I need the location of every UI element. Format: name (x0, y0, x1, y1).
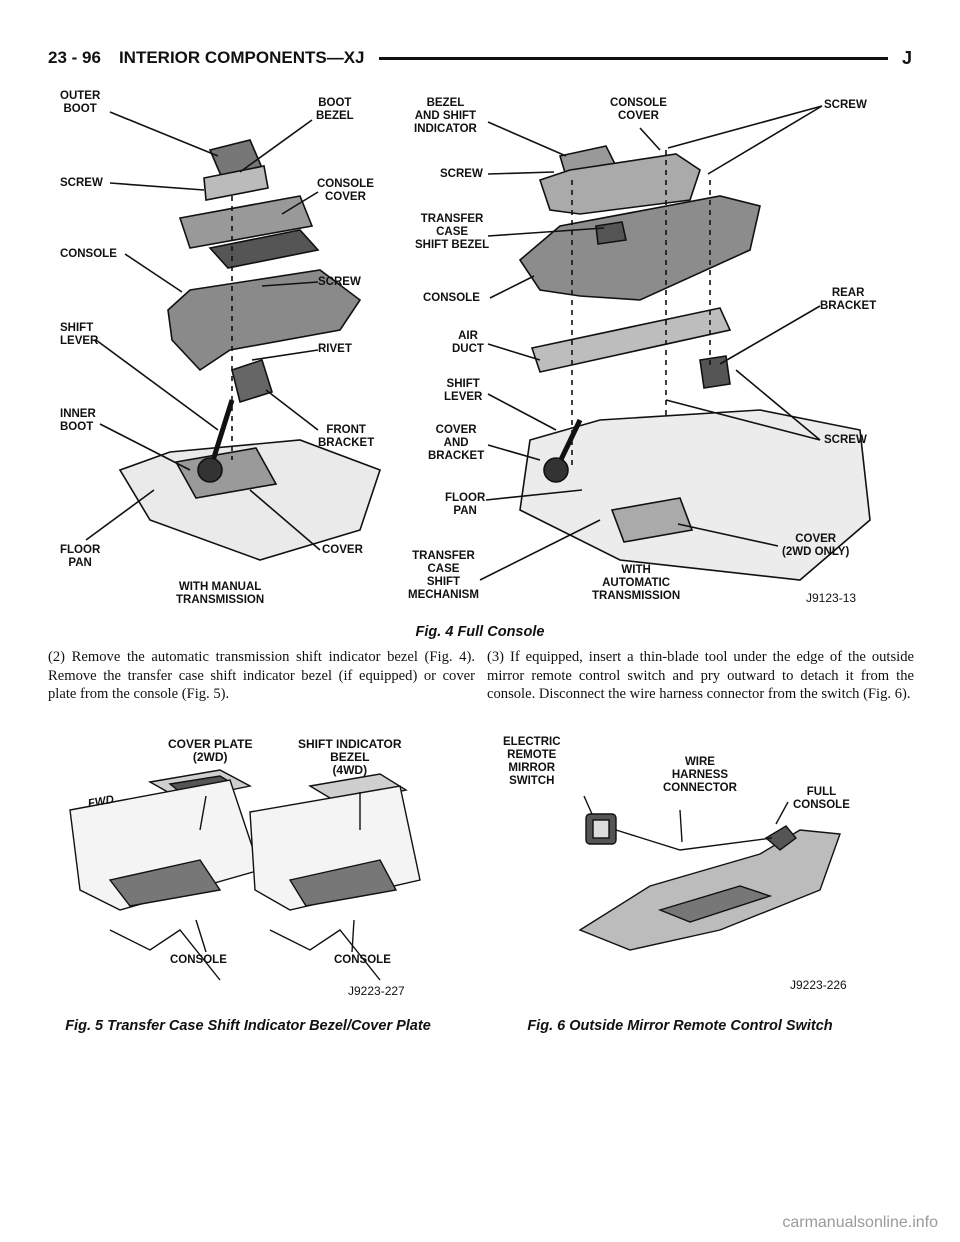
label-console: CONSOLE (170, 954, 227, 966)
figure-6-caption: Fig. 6 Outside Mirror Remote Control Swi… (527, 1018, 833, 1034)
label-rear-bracket: REAR BRACKET (820, 287, 877, 312)
figure-code: J9223-227 (348, 984, 405, 998)
figure-6-illustration (578, 795, 841, 951)
label-screw: SCREW (318, 276, 361, 288)
label-screw: SCREW (60, 177, 103, 189)
label-with-automatic-transmission: WITH AUTOMATIC TRANSMISSION (592, 564, 681, 602)
label-with-manual-transmission: WITH MANUAL TRANSMISSION (176, 581, 265, 606)
label-console-cover: CONSOLE COVER (317, 178, 374, 203)
label-outer-boot: OUTER BOOT (60, 90, 101, 115)
label-cover-and-bracket: COVER AND BRACKET (428, 424, 485, 462)
label-shift-lever: SHIFT LEVER (60, 322, 99, 347)
label-bezel-and-shift-indicator: BEZEL AND SHIFT INDICATOR (414, 97, 477, 135)
label-screw: SCREW (440, 168, 483, 180)
label-transfer-case-shift-bezel: TRANSFER CASE SHIFT BEZEL (415, 213, 490, 251)
label-full-console: FULL CONSOLE (793, 786, 850, 811)
label-console-cover: CONSOLE COVER (610, 97, 667, 122)
label-air-duct: AIR DUCT (452, 330, 484, 355)
label-front-bracket: FRONT BRACKET (318, 424, 375, 449)
label-electric-remote-mirror-switch: ELECTRIC REMOTE MIRROR SWITCH (503, 736, 561, 787)
figure-5: COVER PLATE (2WD) SHIFT INDICATOR BEZEL … (0, 730, 480, 1060)
label-boot-bezel: BOOT BEZEL (316, 97, 354, 122)
label-console: CONSOLE (334, 954, 391, 966)
figure-4-illustration (85, 105, 871, 581)
label-cover-2wd-only: COVER (2WD ONLY) (782, 533, 850, 558)
body-text-left: (2) Remove the automatic transmission sh… (48, 649, 475, 703)
label-console: CONSOLE (60, 248, 117, 260)
label-floor-pan: FLOOR PAN (445, 492, 486, 517)
figure-code: J9223-226 (790, 978, 847, 992)
label-rivet: RIVET (318, 343, 352, 355)
page-number: 23 - 96 (48, 48, 101, 67)
figure-6: ELECTRIC REMOTE MIRROR SWITCH WIRE HARNE… (480, 730, 960, 1060)
watermark: carmanualsonline.info (782, 1214, 938, 1231)
label-inner-boot: INNER BOOT (60, 408, 96, 433)
label-screw: SCREW (824, 99, 867, 111)
label-cover: COVER (322, 544, 363, 556)
label-wire-harness-connector: WIRE HARNESS CONNECTOR (663, 756, 737, 794)
header-rule (378, 56, 888, 60)
figure-4-caption: Fig. 4 Full Console (415, 624, 545, 640)
section-title: INTERIOR COMPONENTS—XJ (118, 48, 365, 67)
figure-5-illustration (69, 769, 421, 981)
label-console: CONSOLE (423, 292, 480, 304)
body-text-right: (3) If equipped, insert a thin-blade too… (487, 649, 914, 703)
label-floor-pan: FLOOR PAN (60, 544, 101, 569)
label-shift-lever: SHIFT LEVER (444, 378, 483, 403)
figure-4: OUTER BOOT BOOT BEZEL SCREW CONSOLE COVE… (60, 90, 877, 606)
label-screw: SCREW (824, 434, 867, 446)
figure-5-caption: Fig. 5 Transfer Case Shift Indicator Bez… (65, 1018, 431, 1034)
header-letter: J (901, 47, 912, 68)
label-transfer-case-shift-mechanism: TRANSFER CASE SHIFT MECHANISM (408, 550, 479, 601)
figure-code: J9123-13 (806, 591, 857, 605)
label-shift-indicator-bezel-4wd: SHIFT INDICATOR BEZEL (4WD) (298, 737, 402, 777)
label-cover-plate-2wd: COVER PLATE (2WD) (168, 737, 253, 764)
page-header: 23 - 96 INTERIOR COMPONENTS—XJ J (48, 44, 912, 72)
